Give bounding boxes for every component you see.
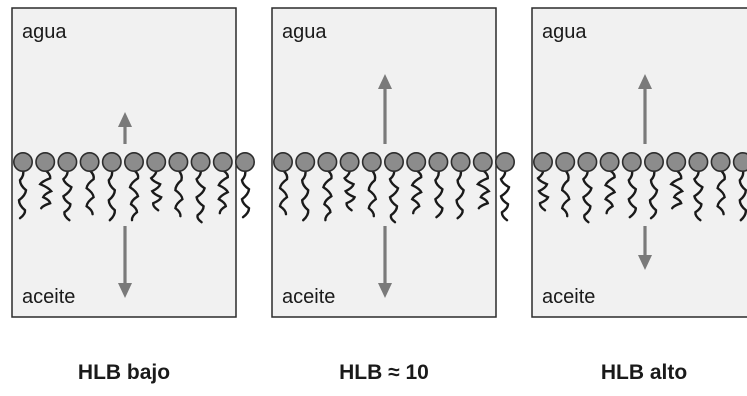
surfactant-tail (455, 169, 465, 220)
surfactant-tail (367, 169, 378, 218)
surfactant-tail (62, 169, 73, 222)
water-label: agua (542, 21, 587, 43)
surfactant-head (666, 152, 687, 173)
surfactant-tail (240, 169, 251, 219)
surfactant-tail (195, 169, 206, 224)
surfactant-tail (410, 169, 423, 215)
surfactant-head (495, 152, 516, 173)
surfactant-head (644, 152, 665, 173)
surfactant-head (235, 152, 256, 173)
surfactant-tail (434, 169, 444, 219)
surfactant-tail (17, 169, 28, 220)
surfactant-head (35, 152, 56, 173)
surfactant-head (101, 152, 122, 173)
surfactant-head (599, 152, 620, 173)
surfactant-head (212, 152, 233, 173)
surfactant-tail (174, 169, 184, 218)
surfactant-head (13, 152, 33, 173)
surfactant-tail (278, 169, 289, 216)
surfactant-tail (582, 169, 593, 224)
surfactant-tail (499, 169, 511, 222)
surfactant-tail (648, 169, 659, 220)
surfactant-tail (693, 169, 704, 222)
caption-hlb-bajo: HLB bajo (78, 361, 170, 384)
panel-hlb-10: agua aceite (271, 7, 516, 318)
water-label: agua (22, 21, 67, 43)
surfactant-head (146, 152, 167, 173)
surfactant-head (555, 152, 576, 173)
surfactant-tail (38, 169, 54, 210)
surfactant-tail (604, 169, 617, 215)
surfactant-tail (716, 169, 726, 216)
surfactant-head (710, 152, 731, 173)
arrow-head (118, 283, 132, 298)
surfactant-head (450, 152, 471, 173)
double-arrow-icon (118, 112, 132, 298)
arrow-head (638, 74, 652, 89)
panel-hlb-alto: agua aceite (531, 7, 747, 318)
surfactant-tail (560, 169, 571, 218)
oil-label: aceite (282, 286, 335, 308)
surfactant-head (406, 152, 427, 173)
surfactant-tail (149, 169, 163, 212)
caption-hlb-alto: HLB alto (601, 361, 687, 384)
surfactant-tail (217, 169, 230, 215)
surfactant-head (295, 152, 316, 173)
surfactant-heads (273, 152, 516, 173)
surfactant-head (124, 152, 145, 173)
arrow-head (118, 112, 132, 127)
surfactant-head (384, 152, 405, 173)
surfactant-tail (300, 169, 310, 222)
double-arrow-icon (638, 74, 652, 270)
surfactant-tail (738, 169, 747, 222)
double-arrow-icon (378, 74, 392, 298)
surfactant-head (472, 152, 493, 173)
surfactant-head (168, 152, 189, 173)
surfactant-head (79, 152, 100, 173)
surfactant-head (317, 152, 338, 173)
surfactant-head (57, 152, 78, 173)
surfactant-head (688, 152, 709, 173)
surfactant-head (533, 152, 553, 173)
arrow-head (638, 255, 652, 270)
surfactant-tail (107, 169, 117, 222)
surfactant-tail (536, 169, 550, 212)
surfactant-tails (536, 169, 747, 224)
oil-label: aceite (22, 286, 75, 308)
surfactant-head (732, 152, 747, 172)
arrow-head (378, 283, 392, 298)
surfactant-head (428, 152, 449, 173)
surfactant-head (577, 152, 598, 173)
surfactant-tails (17, 169, 251, 224)
caption-hlb-10: HLB ≈ 10 (339, 361, 429, 384)
surfactant-tail (128, 169, 140, 222)
surfactant-heads (13, 152, 256, 173)
surfactant-head (621, 152, 642, 173)
water-label: agua (282, 21, 327, 43)
surfactant-tail (322, 169, 333, 222)
surfactant-tail (669, 169, 685, 210)
panel-hlb-bajo: agua aceite (11, 7, 256, 318)
surfactant-tail (475, 169, 491, 210)
surfactant-tails (278, 169, 511, 224)
surfactant-heads (533, 152, 747, 173)
surfactant-head (273, 152, 293, 173)
surfactant-tail (85, 169, 95, 216)
surfactant-head (361, 152, 382, 173)
surfactant-tail (627, 169, 638, 219)
arrow-head (378, 74, 392, 89)
surfactant-tail (388, 169, 400, 224)
surfactant-head (339, 152, 360, 173)
surfactant-tail (343, 169, 357, 212)
surfactant-head (190, 152, 211, 173)
oil-label: aceite (542, 286, 595, 308)
